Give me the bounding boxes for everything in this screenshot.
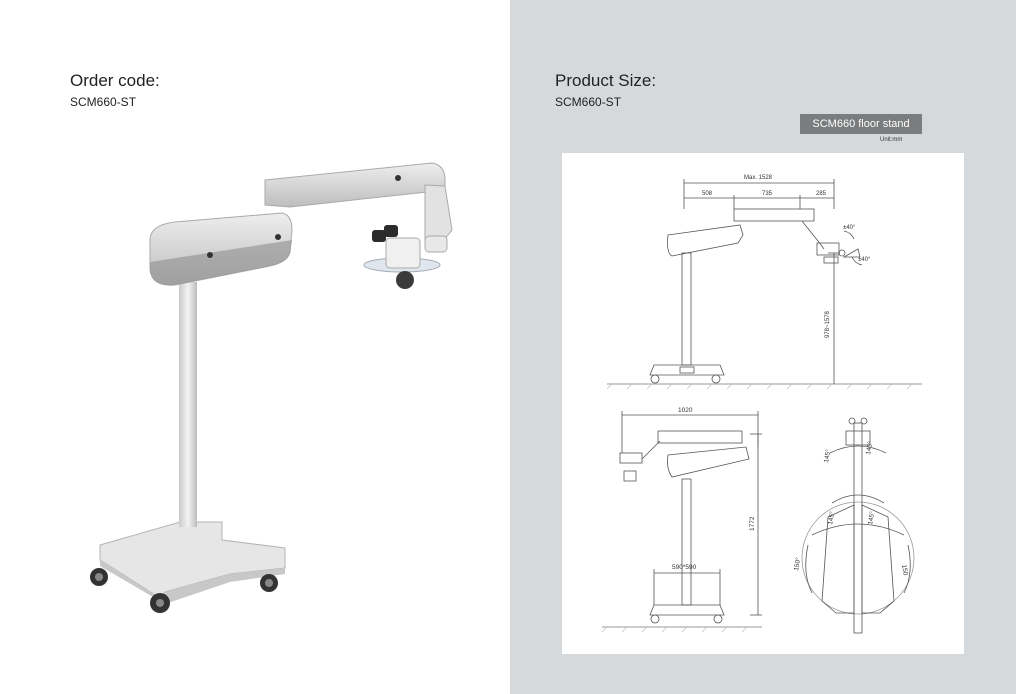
right-page: Product Size: SCM660-ST SCM660 floor sta… — [510, 0, 1016, 694]
dim-rot-d: 145° — [866, 510, 876, 525]
dim-rot-f: 150 — [900, 564, 909, 576]
product-size-title: Product Size: — [555, 71, 657, 90]
microscope-product-photo — [90, 162, 453, 613]
dim-rot-b: 145° — [864, 440, 874, 455]
product-size-code: SCM660-ST — [555, 95, 622, 109]
dim-total-height: 1772 — [749, 516, 756, 531]
dim-base: 590*590 — [672, 564, 697, 571]
unit-label: Unit:mm — [880, 137, 903, 143]
dim-seg2: 735 — [762, 191, 773, 197]
dim-reach: 1020 — [678, 407, 693, 414]
dim-max-reach: Max. 1528 — [744, 175, 773, 181]
front-view-drawing — [601, 411, 762, 633]
side-view-drawing — [606, 179, 922, 390]
dim-height-range: 978~1578 — [825, 310, 831, 338]
dim-seg3: 285 — [816, 191, 827, 197]
dim-rot-c: 145° — [826, 510, 836, 525]
dim-rot-e: 150° — [792, 556, 802, 571]
rotation-view-drawing — [801, 417, 915, 634]
drawing-panel: Max. 1528 508 735 285 ±40° ±40° 978~1578 — [562, 153, 964, 654]
dimension-drawings: Max. 1528 508 735 285 ±40° ±40° 978~1578 — [601, 175, 922, 634]
order-code-title: Order code: — [70, 71, 160, 90]
left-page: Order code: SCM660-ST — [70, 71, 453, 613]
dim-seg1: 508 — [702, 191, 713, 197]
dim-tilt-side: ±40° — [858, 257, 871, 263]
dim-rot-a: 145° — [822, 448, 832, 463]
dim-tilt-up: ±40° — [843, 225, 856, 231]
order-code-value: SCM660-ST — [70, 95, 137, 109]
model-badge: SCM660 floor stand — [800, 114, 922, 134]
